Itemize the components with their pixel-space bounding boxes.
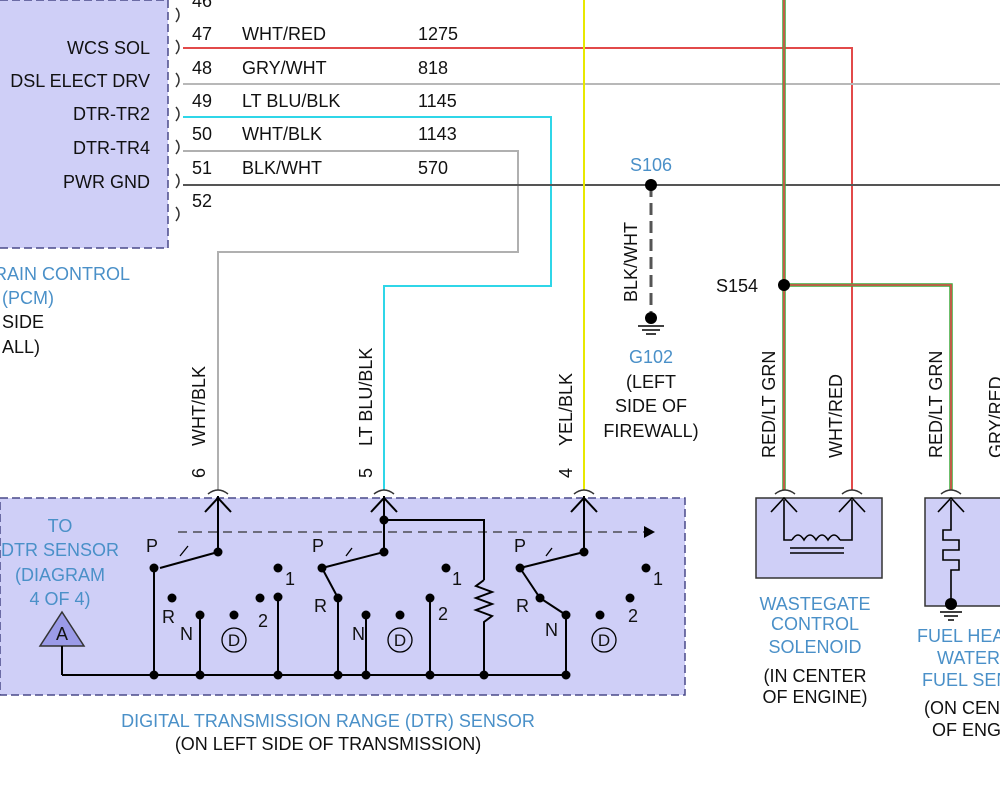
dtr-g1-1: 1 xyxy=(285,569,295,589)
wastegate-loc2: OF ENGINE) xyxy=(762,687,867,707)
wire-label-pin4: 4 xyxy=(556,468,576,478)
dtr-caption-line2: (ON LEFT SIDE OF TRANSMISSION) xyxy=(175,734,481,754)
dtr-g3-n: N xyxy=(545,620,558,640)
wire-label-pin5: 5 xyxy=(356,468,376,478)
ground-loc2: SIDE OF xyxy=(615,396,687,416)
fuel-heater-loc1: (ON CEN xyxy=(924,698,1000,718)
wire-label-wastegate-wht-red: WHT/RED xyxy=(826,374,846,458)
circuit-1275: 1275 xyxy=(418,24,458,44)
dtr-g3-r: R xyxy=(516,596,529,616)
dtr-g1-n: N xyxy=(180,624,193,644)
dtr-g1-p: P xyxy=(146,536,158,556)
dtr-g3-p: P xyxy=(514,536,526,556)
pcm-pin-label-wcs-sol: WCS SOL xyxy=(67,38,150,58)
pcm-caption-line1: RAIN CONTROL xyxy=(0,264,130,284)
splice-s106: S106 xyxy=(630,155,672,191)
wire-label-pin6: 6 xyxy=(189,468,209,478)
fuel-heater-sensor: FUEL HEA WATER FUEL SEN (ON CEN OF ENG xyxy=(917,496,1000,740)
pcm-pin-label-dsl-elect-drv: DSL ELECT DRV xyxy=(10,71,150,91)
dtr-connector-a: A xyxy=(56,624,68,644)
fuel-heater-loc2: OF ENG xyxy=(932,720,1000,740)
pcm-wire-colors: WHT/RED GRY/WHT LT BLU/BLK WHT/BLK BLK/W… xyxy=(242,24,340,178)
dtr-g1-r: R xyxy=(162,607,175,627)
pcm-caption: RAIN CONTROL (PCM) SIDE ALL) xyxy=(0,264,130,357)
dtr-sensor: TO DTR SENSOR (DIAGRAM 4 OF 4) A xyxy=(0,489,962,754)
wire-label-fuel-gry-red: GRY/RED xyxy=(986,376,1000,458)
wastegate-name3: SOLENOID xyxy=(768,637,861,657)
dtr-g1-d: D xyxy=(228,631,240,650)
splice-s154-label: S154 xyxy=(716,276,758,296)
pin-49: 49 xyxy=(192,91,212,111)
dtr-g2-n: N xyxy=(352,624,365,644)
wire-label-fuel-red-lt-grn: RED/LT GRN xyxy=(926,351,946,458)
wire-color-gry-wht: GRY/WHT xyxy=(242,58,327,78)
wastegate-loc1: (IN CENTER xyxy=(764,666,867,686)
dtr-to-line1: TO xyxy=(48,516,73,536)
wire-color-wht-red: WHT/RED xyxy=(242,24,326,44)
dtr-g2-r: R xyxy=(314,596,327,616)
splice-s106-label: S106 xyxy=(630,155,672,175)
fuel-heater-name3: FUEL SEN xyxy=(922,670,1000,690)
pcm-module: WCS SOL DSL ELECT DRV DTR-TR2 DTR-TR4 PW… xyxy=(0,0,180,249)
wastegate-name2: CONTROL xyxy=(771,614,859,634)
dtr-g1-2: 2 xyxy=(258,611,268,631)
pcm-caption-line3: SIDE xyxy=(2,312,44,332)
pcm-circuit-numbers: 1275 818 1145 1143 570 xyxy=(418,24,458,178)
circuit-818: 818 xyxy=(418,58,448,78)
dtr-g3-1: 1 xyxy=(653,569,663,589)
pin-48: 48 xyxy=(192,58,212,78)
circuit-1143: 1143 xyxy=(418,124,457,144)
vertical-wire-labels: 6 WHT/BLK 5 LT BLU/BLK 4 YEL/BLK RED/LT … xyxy=(189,348,1000,478)
dtr-g2-2: 2 xyxy=(438,604,448,624)
pcm-pin-label-pwr-gnd: PWR GND xyxy=(63,172,150,192)
dtr-caption-line1: DIGITAL TRANSMISSION RANGE (DTR) SENSOR xyxy=(121,711,535,731)
wire-color-blk-wht: BLK/WHT xyxy=(242,158,322,178)
pin-52: 52 xyxy=(192,191,212,211)
splice-s154: S154 xyxy=(716,276,790,296)
wastegate-solenoid: WASTEGATE CONTROL SOLENOID (IN CENTER OF… xyxy=(755,496,883,707)
pin-50: 50 xyxy=(192,124,212,144)
ground-loc1: (LEFT xyxy=(626,372,676,392)
fuel-heater-name2: WATER xyxy=(937,648,1000,668)
wire-label-lt-blu-blk: LT BLU/BLK xyxy=(356,348,376,446)
wire-wht-red xyxy=(183,47,853,490)
pcm-caption-line4: ALL) xyxy=(2,337,40,357)
pin-47: 47 xyxy=(192,24,212,44)
ground-name: G102 xyxy=(629,347,673,367)
wire-label-wht-blk: WHT/BLK xyxy=(189,366,209,446)
dtr-g3-2: 2 xyxy=(628,606,638,626)
wire-color-lt-blu-blk: LT BLU/BLK xyxy=(242,91,340,111)
wire-lt-blu-blk xyxy=(183,116,552,490)
dtr-to-line4: 4 OF 4) xyxy=(29,589,90,609)
wires xyxy=(183,0,1000,490)
pcm-pin-label-dtr-tr2: DTR-TR2 xyxy=(73,104,150,124)
wire-wht-blk xyxy=(183,150,519,490)
ground-loc3: FIREWALL) xyxy=(603,421,698,441)
pcm-caption-line2: (PCM) xyxy=(2,288,54,308)
dtr-g2-p: P xyxy=(312,536,324,556)
pin-46: 46 xyxy=(192,0,212,11)
pin-51: 51 xyxy=(192,158,212,178)
circuit-570: 570 xyxy=(418,158,448,178)
wire-label-yel-blk: YEL/BLK xyxy=(556,373,576,446)
dtr-g2-d: D xyxy=(394,631,406,650)
pcm-pin-numbers: 46 47 48 49 50 51 52 xyxy=(192,0,212,211)
circuit-1145: 1145 xyxy=(418,91,457,111)
wire-color-wht-blk: WHT/BLK xyxy=(242,124,322,144)
wire-label-wastegate-red-lt-grn: RED/LT GRN xyxy=(759,351,779,458)
pcm-pin-label-dtr-tr4: DTR-TR4 xyxy=(73,138,150,158)
dtr-g3-d: D xyxy=(598,631,610,650)
ground-wire-color: BLK/WHT xyxy=(621,222,641,302)
fuel-heater-name1: FUEL HEA xyxy=(917,626,1000,646)
dtr-g2-1: 1 xyxy=(452,569,462,589)
dtr-to-line2: DTR SENSOR xyxy=(1,540,119,560)
dtr-to-line3: (DIAGRAM xyxy=(15,565,105,585)
wastegate-name1: WASTEGATE xyxy=(759,594,870,614)
ground-g102: BLK/WHT G102 (LEFT SIDE OF FIREWALL) xyxy=(603,222,698,441)
